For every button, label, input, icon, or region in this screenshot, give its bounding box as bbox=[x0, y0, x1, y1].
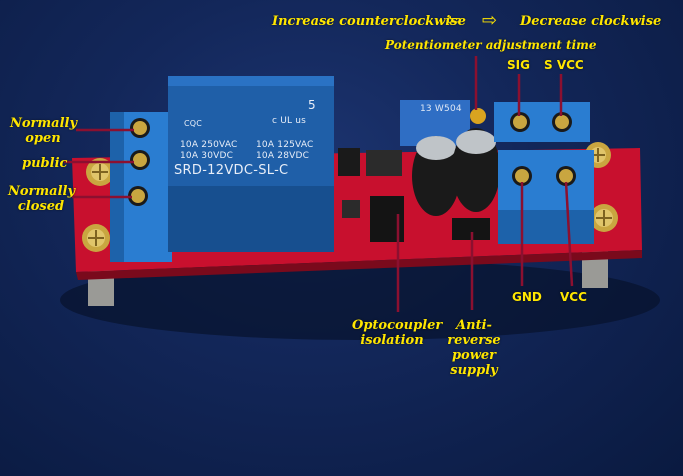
relay-model: SRD-12VDC-SL-C bbox=[174, 163, 289, 178]
terminal-block-sig bbox=[494, 102, 590, 142]
label-normally-closed: Normally closed bbox=[8, 184, 76, 214]
callout-lines bbox=[64, 56, 574, 312]
potentiometer-code: 13 W504 bbox=[420, 104, 462, 114]
label-increase: Increase counterclockwise bbox=[272, 14, 466, 29]
label-gnd: GND bbox=[512, 290, 542, 304]
diode bbox=[452, 218, 490, 240]
label-normally-open: Normally open bbox=[10, 116, 78, 146]
label-anti-reverse: Anti-reverse power supply bbox=[447, 318, 501, 378]
screw-icon bbox=[82, 224, 110, 252]
cqc-logo: CQC bbox=[184, 119, 203, 128]
left-arrow-icon: ⇦ bbox=[446, 10, 462, 31]
relay-rating-left: 10A 250VAC 10A 30VDC bbox=[180, 140, 238, 161]
label-potentiometer: Potentiometer adjustment time bbox=[385, 38, 597, 52]
relay-rating-right: 10A 125VAC 10A 28VDC bbox=[256, 140, 314, 161]
relay-mark-5: 5 bbox=[308, 98, 316, 112]
label-vcc: VCC bbox=[560, 290, 587, 304]
ul-logo: c UL us bbox=[272, 116, 307, 126]
label-public: public bbox=[22, 156, 68, 171]
screw-icon bbox=[590, 204, 618, 232]
label-optocoupler: Optocoupler isolation bbox=[352, 318, 443, 348]
right-arrow-icon: ⇨ bbox=[482, 10, 498, 31]
label-sig: SIG bbox=[507, 58, 530, 72]
label-svcc: S VCC bbox=[544, 58, 584, 72]
label-decrease: Decrease clockwise bbox=[520, 14, 662, 29]
screw-icon bbox=[86, 158, 114, 186]
